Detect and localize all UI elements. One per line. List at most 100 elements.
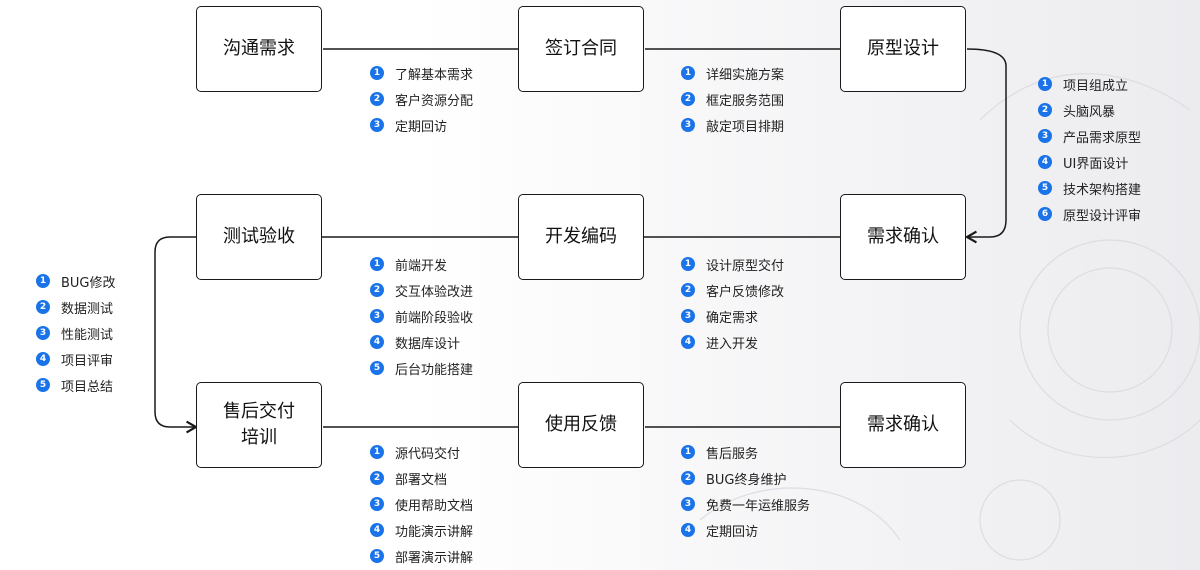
list-item-text: 使用帮助文档 <box>395 498 474 514</box>
step-label: 开发编码 <box>545 226 617 247</box>
step-label-line1: 售后交付 <box>223 401 295 422</box>
list-item: 1 前端开发 <box>370 251 473 277</box>
list-item: 5 项目总结 <box>36 372 116 398</box>
step-box-develop: 开发编码 <box>518 194 644 280</box>
list-item-text: 头脑风暴 <box>1063 104 1116 120</box>
list-item-text: 框定服务范围 <box>706 93 785 109</box>
list-item-text: 前端阶段验收 <box>395 310 474 326</box>
list-item-text: 项目总结 <box>61 379 114 395</box>
number-badge-icon: 1 <box>1038 77 1052 91</box>
list-item-text: 确定需求 <box>706 310 759 326</box>
number-badge-icon: 2 <box>370 92 384 106</box>
list-item: 6 原型设计评审 <box>1038 201 1141 227</box>
step-box-communicate: 沟通需求 <box>196 6 322 92</box>
connector-6-7 <box>154 236 199 434</box>
number-badge-icon: 2 <box>1038 103 1052 117</box>
number-badge-icon: 4 <box>681 523 695 537</box>
step-box-prototype: 原型设计 <box>840 6 966 92</box>
number-badge-icon: 5 <box>370 549 384 563</box>
number-badge-icon: 4 <box>681 335 695 349</box>
number-badge-icon: 1 <box>36 274 50 288</box>
number-badge-icon: 3 <box>681 118 695 132</box>
list-item: 2 头脑风暴 <box>1038 97 1141 123</box>
list-item: 1 源代码交付 <box>370 439 473 465</box>
list-item: 1 项目组成立 <box>1038 71 1141 97</box>
number-badge-icon: 4 <box>36 352 50 366</box>
number-badge-icon: 4 <box>370 523 384 537</box>
list-item-text: 部署文档 <box>395 472 448 488</box>
step-box-contract: 签订合同 <box>518 6 644 92</box>
list-item-text: 进入开发 <box>706 336 759 352</box>
number-badge-icon: 1 <box>681 257 695 271</box>
number-badge-icon: 5 <box>36 378 50 392</box>
number-badge-icon: 5 <box>370 361 384 375</box>
list-item: 3 敲定项目排期 <box>681 112 784 138</box>
list-item: 2 交互体验改进 <box>370 277 473 303</box>
list-item-text: 售后服务 <box>706 446 759 462</box>
step-box-confirm-final: 需求确认 <box>840 382 966 468</box>
step-box-delivery: 售后交付 培训 <box>196 382 322 468</box>
number-badge-icon: 3 <box>36 326 50 340</box>
number-badge-icon: 1 <box>370 257 384 271</box>
step-label: 原型设计 <box>867 38 939 59</box>
number-badge-icon: 2 <box>36 300 50 314</box>
list-item-text: 定期回访 <box>706 524 759 540</box>
list-item-text: 交互体验改进 <box>395 284 474 300</box>
number-badge-icon: 6 <box>1038 207 1052 221</box>
number-badge-icon: 4 <box>1038 155 1052 169</box>
list-item-text: BUG终身维护 <box>706 472 787 488</box>
step-label: 测试验收 <box>223 226 295 247</box>
list-item: 2 数据测试 <box>36 294 116 320</box>
number-badge-icon: 2 <box>681 471 695 485</box>
list-item-text: 性能测试 <box>61 327 114 343</box>
number-badge-icon: 4 <box>370 335 384 349</box>
list-item-text: 后台功能搭建 <box>395 362 474 378</box>
list-item-text: 原型设计评审 <box>1063 208 1142 224</box>
list-item-text: 前端开发 <box>395 258 448 274</box>
list-item-text: 设计原型交付 <box>706 258 785 274</box>
list-item: 4 进入开发 <box>681 329 784 355</box>
list-item-text: 数据测试 <box>61 301 114 317</box>
connector-3-4 <box>964 48 1007 244</box>
list-item: 2 客户资源分配 <box>370 86 473 112</box>
list-item-text: 敲定项目排期 <box>706 119 785 135</box>
number-badge-icon: 3 <box>370 309 384 323</box>
step-box-confirm: 需求确认 <box>840 194 966 280</box>
list-item-text: 源代码交付 <box>395 446 461 462</box>
step-label-line2: 培训 <box>241 427 277 448</box>
list-item: 2 BUG终身维护 <box>681 465 810 491</box>
number-badge-icon: 1 <box>370 445 384 459</box>
step-label: 签订合同 <box>545 38 617 59</box>
list-item-text: 定期回访 <box>395 119 448 135</box>
list-item-text: 详细实施方案 <box>706 67 785 83</box>
number-badge-icon: 1 <box>370 66 384 80</box>
list-item-text: 技术架构搭建 <box>1063 182 1142 198</box>
step-box-feedback: 使用反馈 <box>518 382 644 468</box>
list-item-text: 项目组成立 <box>1063 78 1129 94</box>
list-item-text: 客户资源分配 <box>395 93 474 109</box>
list-item-text: BUG修改 <box>61 275 116 291</box>
number-badge-icon: 2 <box>370 283 384 297</box>
